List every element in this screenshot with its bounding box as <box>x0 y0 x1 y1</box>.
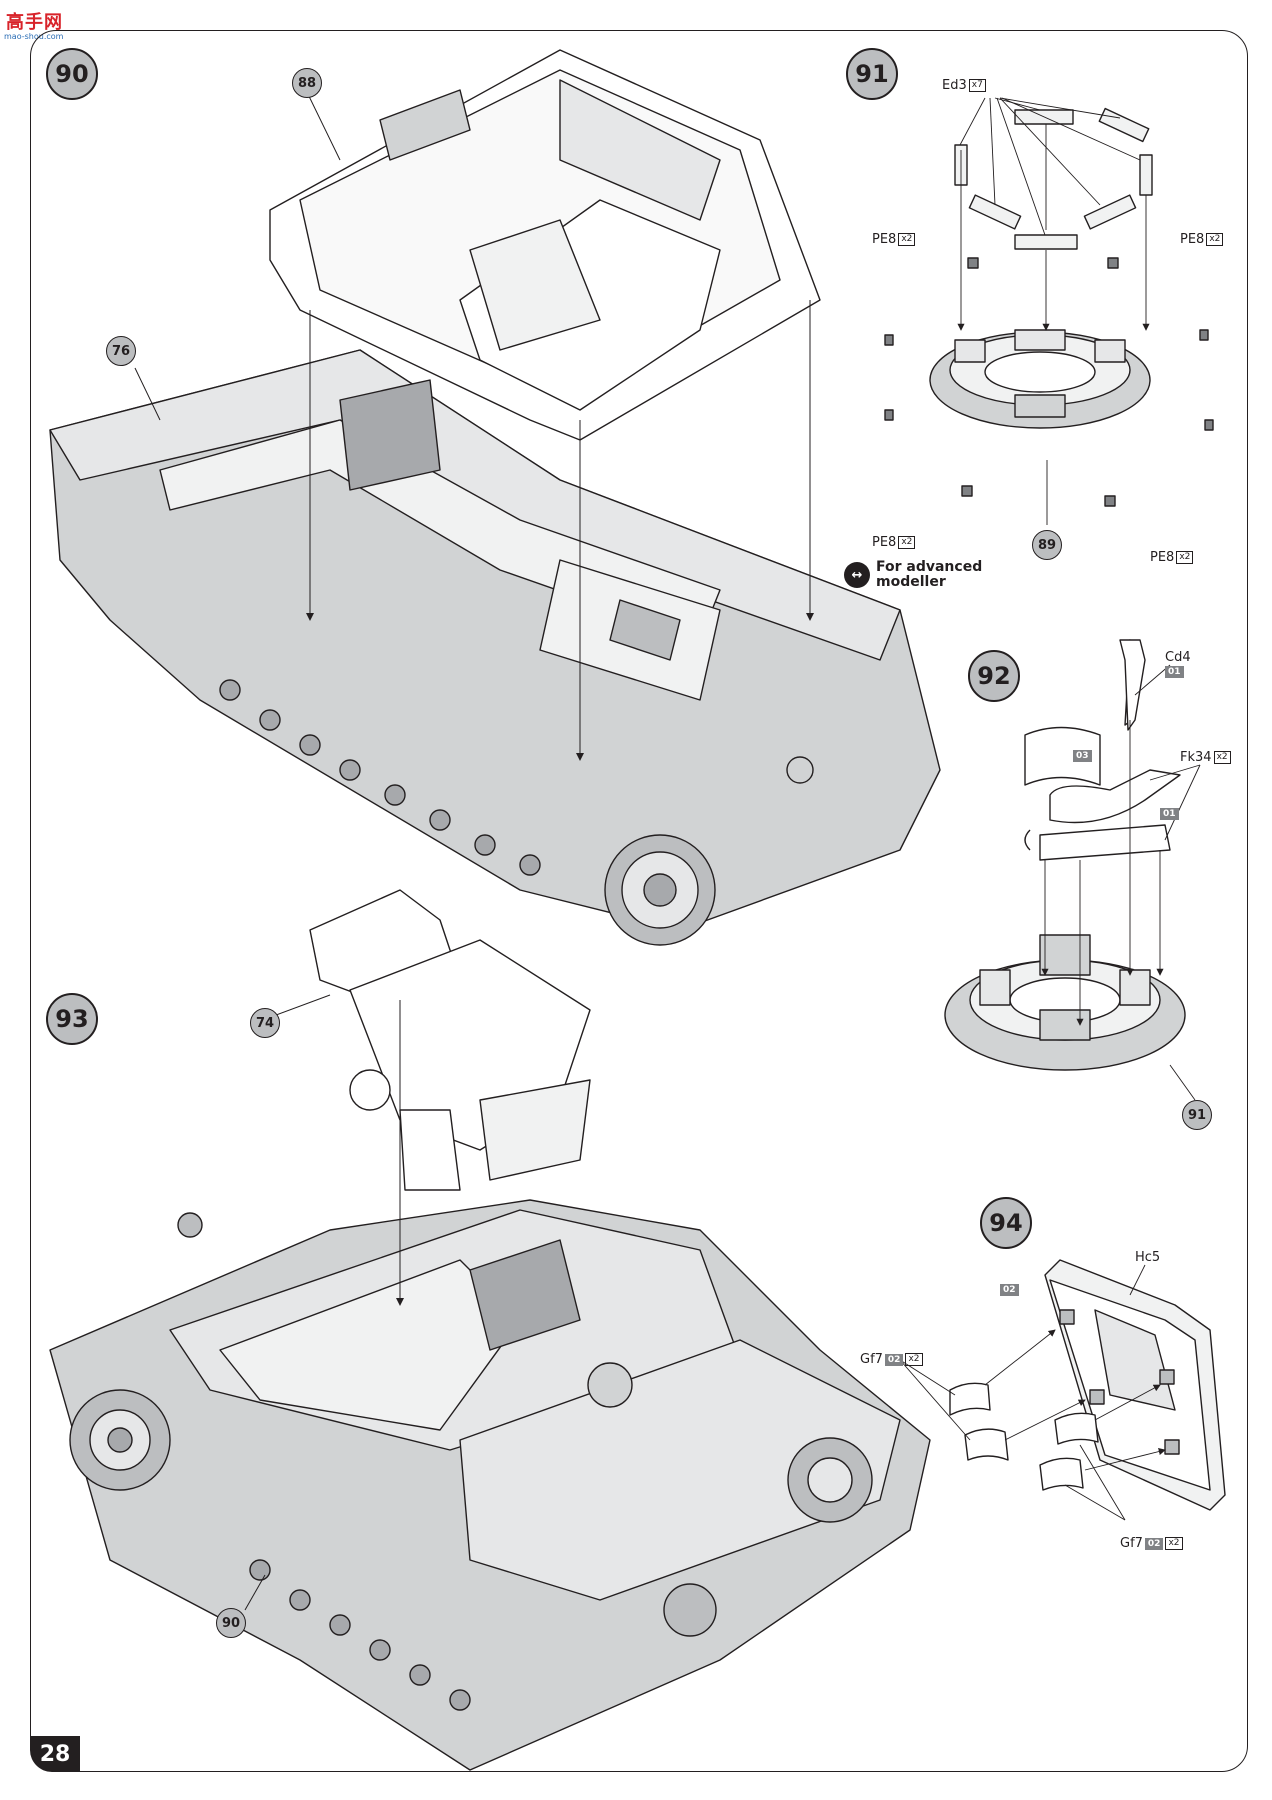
step-90-superstructure <box>269 49 821 441</box>
label-pe8-top-left-part: PE8 <box>872 232 897 247</box>
step-badge-94: 94 <box>980 1197 1032 1249</box>
label-gf7-left: Gf7 02 x2 <box>860 1352 923 1367</box>
label-pe8-top-left-qty: x2 <box>898 233 916 246</box>
watermark-url: mao-shou.com <box>4 32 64 41</box>
label-fk34: Fk34 x2 <box>1180 750 1231 765</box>
label-pe8-bottom-right-qty: x2 <box>1176 551 1194 564</box>
label-hc5: Hc5 <box>1135 1250 1160 1265</box>
label-ed3-qty: x7 <box>968 79 986 92</box>
watermark-text: 高手网 <box>6 12 63 33</box>
label-gf7-left-qty: x2 <box>905 1353 923 1366</box>
step-badge-90: 90 <box>46 48 98 100</box>
step-badge-91: 91 <box>846 48 898 100</box>
label-gf7-right-qty: x2 <box>1165 1537 1183 1550</box>
step-93-hull <box>49 1199 931 1771</box>
advanced-modeller-text: For advanced modeller <box>876 559 983 590</box>
label-cd4-sprue: 01 <box>1165 666 1184 678</box>
advanced-modeller-icon: ↔ <box>844 562 870 588</box>
label-ed3: Ed3 x7 <box>942 78 986 93</box>
sprue-tag-ring-01: 01 <box>1160 808 1179 820</box>
step-90-hull <box>49 349 941 946</box>
label-cd4: Cd4 01 <box>1165 650 1191 678</box>
label-pe8-top-left: PE8 x2 <box>872 232 916 247</box>
label-pe8-bottom-left-qty: x2 <box>898 536 916 549</box>
callout-91: 91 <box>1182 1100 1212 1130</box>
step-badge-93: 93 <box>46 993 98 1045</box>
label-cd4-part: Cd4 <box>1165 650 1191 665</box>
advanced-modeller-note: ↔ For advanced modeller <box>844 560 986 590</box>
sprue-tag-ring-03: 03 <box>1073 750 1092 762</box>
label-pe8-bottom-left-part: PE8 <box>872 535 897 550</box>
label-ed3-part: Ed3 <box>942 78 967 93</box>
step-93-gun <box>309 889 591 1191</box>
callout-74: 74 <box>250 1008 280 1038</box>
watermark-logo: 高手网 mao-shou.com <box>2 4 72 41</box>
step-91-ring <box>884 107 1214 507</box>
label-pe8-top-right: PE8 x2 <box>1180 232 1224 247</box>
label-pe8-bottom-left: PE8 x2 <box>872 535 916 550</box>
label-gf7-left-sprue: 02 <box>884 1353 904 1366</box>
label-gf7-right-sprue: 02 <box>1144 1537 1164 1550</box>
step-94-panel <box>949 1259 1226 1511</box>
label-pe8-top-right-part: PE8 <box>1180 232 1205 247</box>
label-gf7-right: Gf7 02 x2 <box>1120 1536 1183 1551</box>
label-fk34-qty: x2 <box>1213 751 1231 764</box>
label-pe8-bottom-right-part: PE8 <box>1150 550 1175 565</box>
label-gf7-left-part: Gf7 <box>860 1352 883 1367</box>
callout-89: 89 <box>1032 530 1062 560</box>
label-fk34-part: Fk34 <box>1180 750 1212 765</box>
page-frame <box>30 30 1248 1772</box>
label-gf7-right-part: Gf7 <box>1120 1536 1143 1551</box>
step-badge-92: 92 <box>968 650 1020 702</box>
callout-88: 88 <box>292 68 322 98</box>
callout-76: 76 <box>106 336 136 366</box>
callout-90: 90 <box>216 1608 246 1638</box>
label-pe8-bottom-right: PE8 x2 <box>1150 550 1194 565</box>
label-pe8-top-right-qty: x2 <box>1206 233 1224 246</box>
step-92-ring <box>944 639 1186 1071</box>
label-hc5-part: Hc5 <box>1135 1250 1161 1265</box>
page-number: 28 <box>30 1736 80 1772</box>
sprue-tag-panel-02: 02 <box>1000 1284 1019 1296</box>
